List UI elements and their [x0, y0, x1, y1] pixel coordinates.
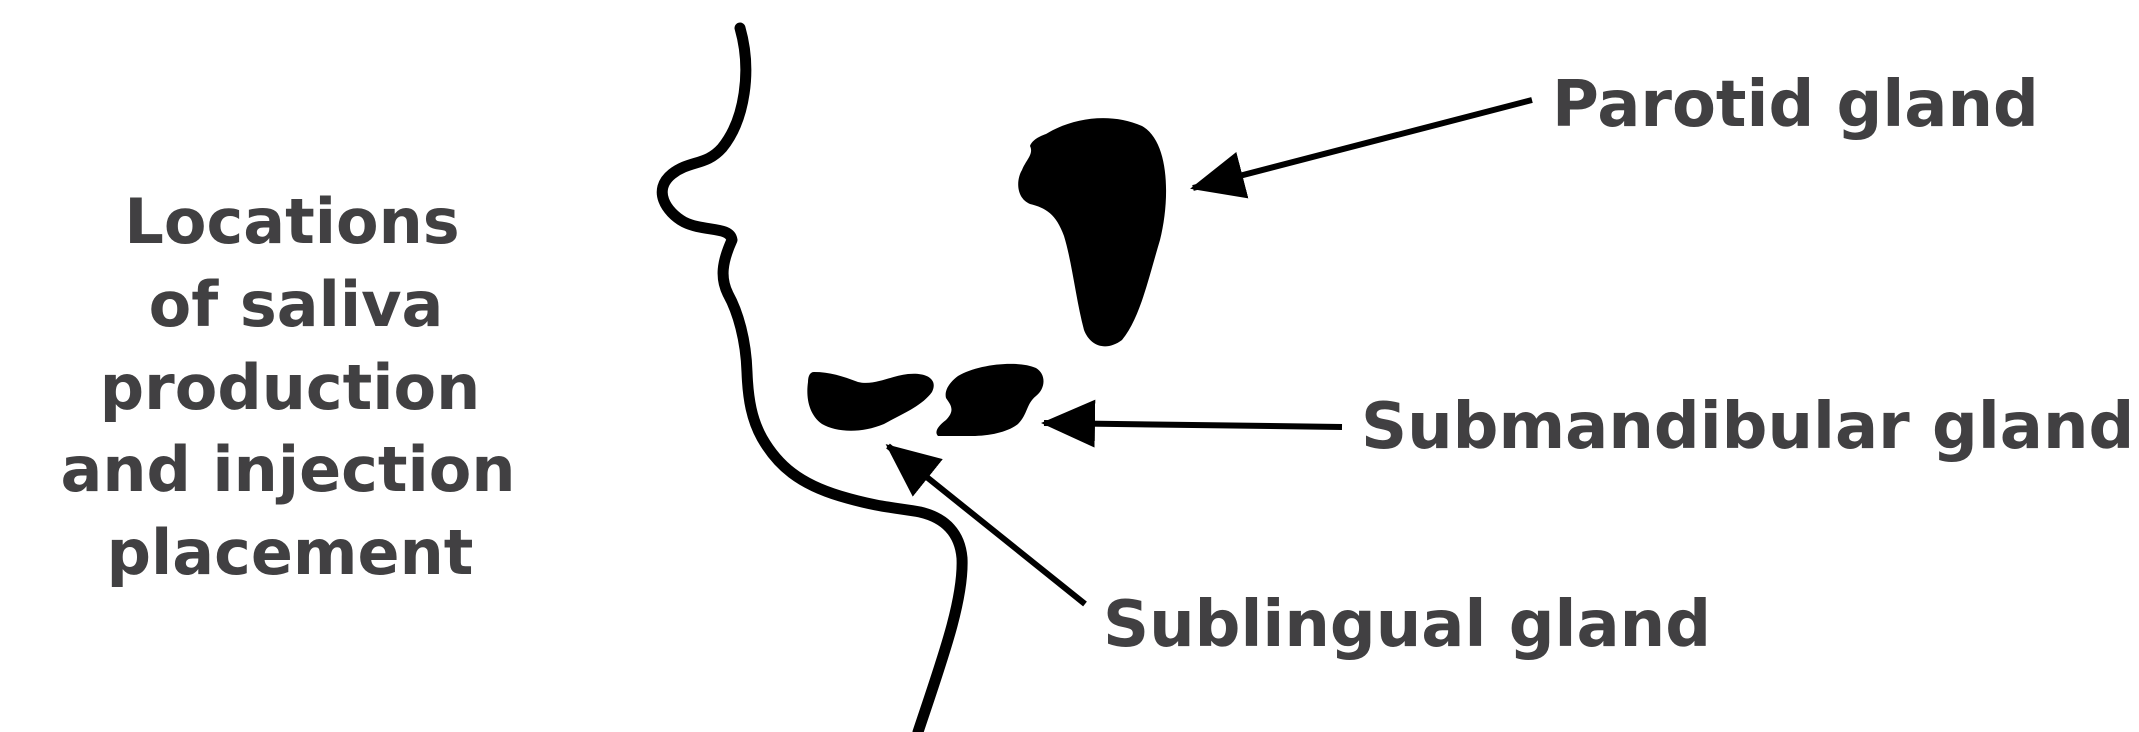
title-line-5: placement: [107, 516, 474, 589]
title-line-4: and injection: [60, 433, 515, 506]
sublingual-gland-shape: [807, 372, 933, 431]
title-line-2: of saliva: [149, 268, 444, 341]
diagram-title: Locations of saliva production and injec…: [60, 185, 515, 589]
submandibular-gland-shape: [936, 364, 1043, 436]
sublingual-label: Sublingual gland: [1103, 588, 1711, 662]
submandibular-arrow: [1044, 423, 1342, 427]
parotid-label: Parotid gland: [1552, 68, 2039, 142]
submandibular-label: Submandibular gland: [1361, 390, 2134, 464]
parotid-arrow: [1193, 100, 1532, 188]
parotid-gland-shape: [1018, 118, 1166, 346]
sublingual-arrow: [888, 446, 1085, 604]
title-line-3: production: [100, 351, 480, 424]
title-line-1: Locations: [124, 185, 459, 258]
